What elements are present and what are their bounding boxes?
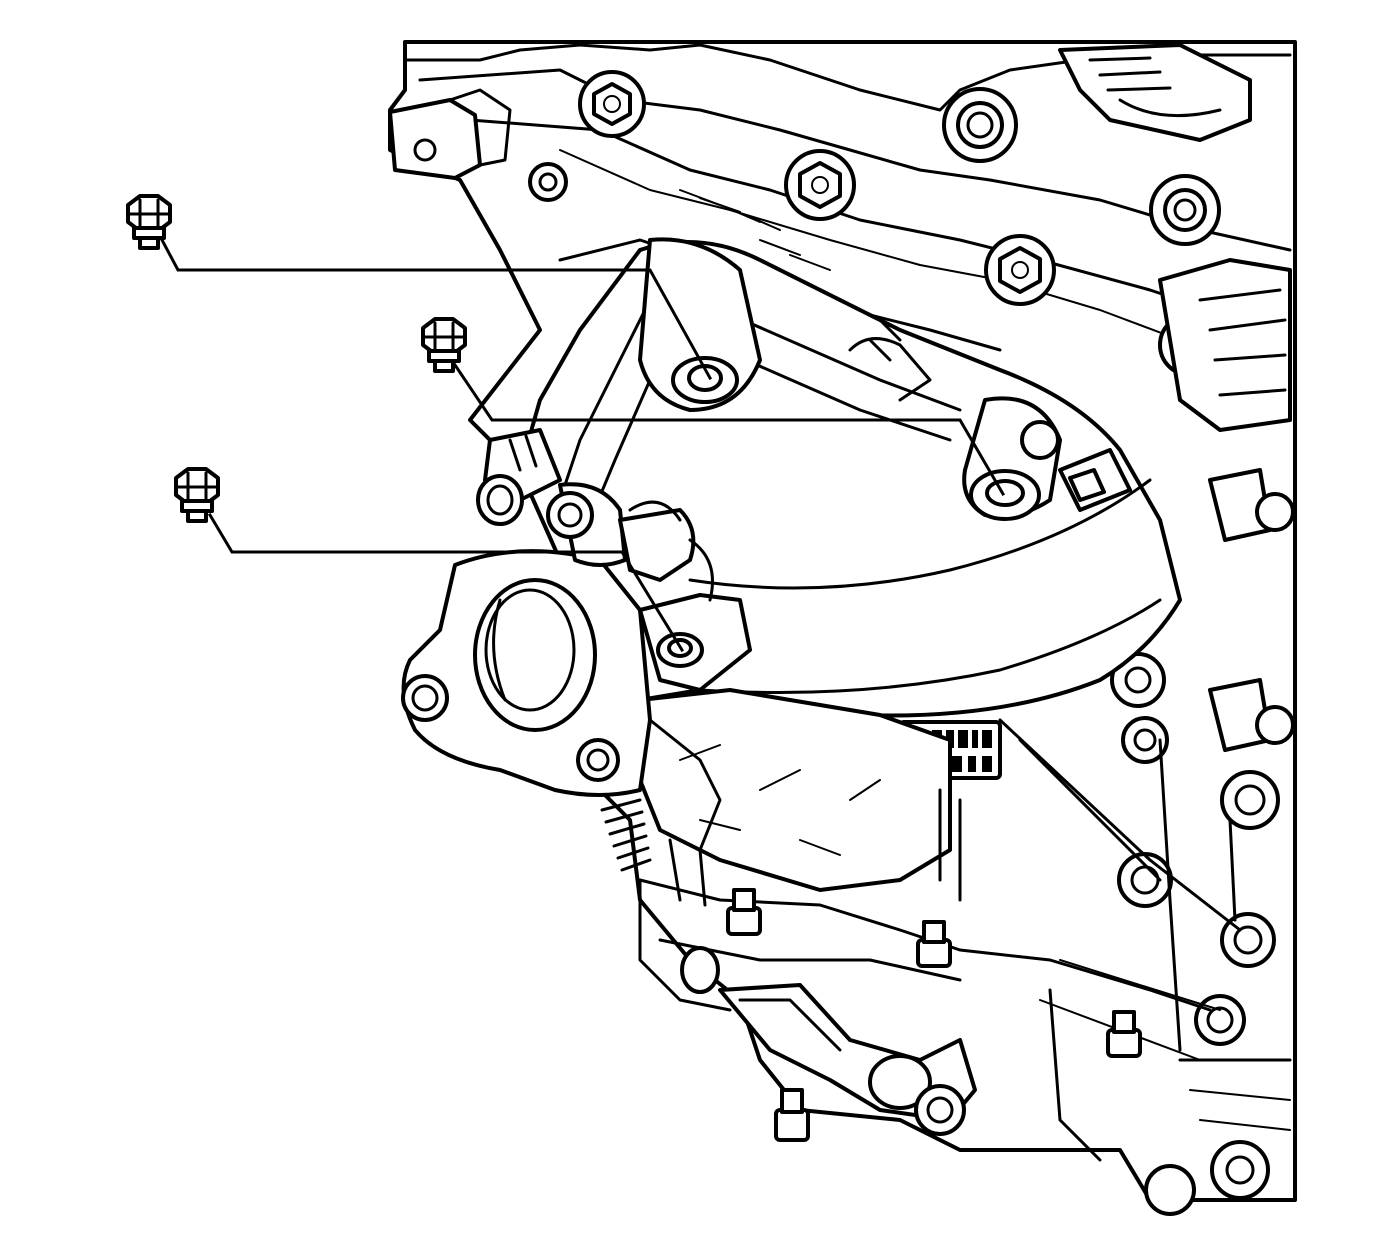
leader-lines — [159, 237, 1006, 653]
lift-bracket — [388, 88, 512, 180]
exhaust-manifold — [401, 237, 1182, 902]
lower-stud-2 — [916, 920, 952, 968]
block-boss-4 — [1117, 852, 1173, 908]
oil-pan-rail — [718, 983, 977, 1136]
right-flange — [1158, 258, 1292, 432]
leader-bolt-3 — [207, 512, 685, 653]
block-boss-7 — [1210, 1140, 1270, 1200]
cooling-fins — [600, 798, 652, 872]
cover-bolt-2 — [784, 149, 856, 221]
heat-shield — [638, 688, 962, 902]
manifold-stud-hole-upper — [638, 237, 762, 412]
coil-connector — [1058, 43, 1252, 142]
oxygen-sensor-boss — [1058, 448, 1132, 512]
coil-boss-1 — [942, 87, 1018, 163]
lower-stud-3 — [1106, 1010, 1142, 1058]
bolt-2 — [421, 317, 467, 373]
egr-sensor — [476, 428, 562, 526]
leader-bolt-2 — [452, 362, 1006, 497]
cover-bolt-3 — [984, 234, 1056, 306]
collector-flange — [401, 549, 652, 797]
block-boss-6 — [1194, 994, 1246, 1046]
lower-stud-1 — [726, 888, 762, 936]
bolt-3 — [174, 467, 220, 523]
lower-stud-4 — [774, 1088, 810, 1142]
coil-boss-2 — [1149, 174, 1221, 246]
leader-bolt-1 — [159, 237, 713, 381]
manifold-stud-hole-lower — [546, 482, 752, 692]
block-boss-8 — [1144, 1164, 1196, 1216]
cover-bolt-1 — [578, 70, 646, 138]
manifold-stud-hole-middle — [962, 396, 1062, 521]
block-boss-2 — [1121, 716, 1169, 764]
bolt-1 — [126, 194, 172, 250]
block-stud-right — [1208, 468, 1295, 752]
block-boss-3 — [1220, 770, 1280, 830]
